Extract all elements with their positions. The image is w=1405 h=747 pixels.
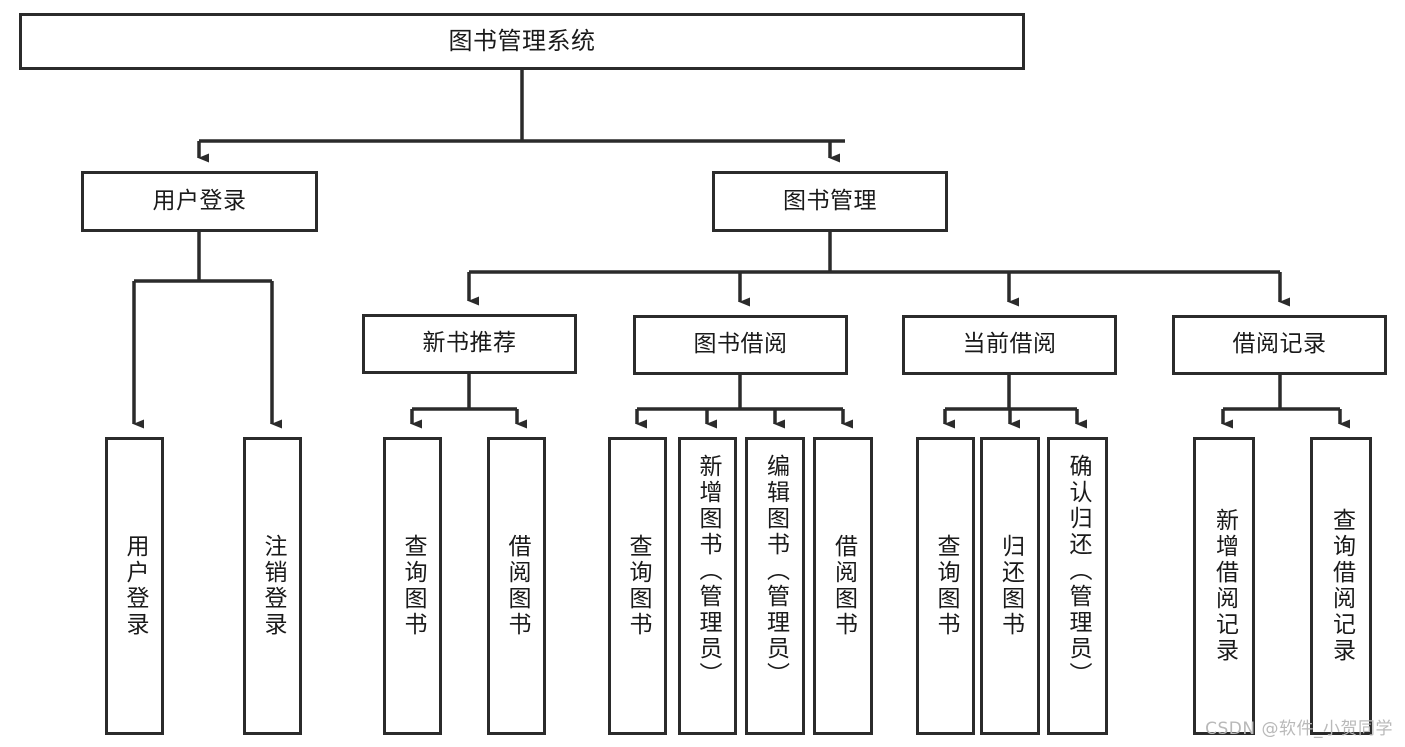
node-leaf-return-book-label: 归还图书 xyxy=(997,534,1024,638)
node-leaf-query-record[interactable]: 查询借阅记录 xyxy=(1310,437,1372,735)
node-leaf-query-book-3-label: 查询图书 xyxy=(933,534,959,638)
node-new-book-rec[interactable]: 新书推荐 xyxy=(362,314,577,374)
node-leaf-user-logout-label: 注销登录 xyxy=(260,534,286,638)
node-user-login[interactable]: 用户登录 xyxy=(81,171,318,232)
node-root[interactable]: 图书管理系统 xyxy=(19,13,1025,70)
node-leaf-borrow-book-1-label: 借阅图书 xyxy=(504,534,530,638)
node-leaf-borrow-book-1[interactable]: 借阅图书 xyxy=(487,437,546,735)
node-leaf-query-book-2[interactable]: 查询图书 xyxy=(608,437,667,735)
node-leaf-edit-book-label: 编辑图书（管理员） xyxy=(762,454,789,688)
node-book-borrow-label: 图书借阅 xyxy=(693,331,788,358)
node-leaf-return-book[interactable]: 归还图书 xyxy=(980,437,1040,735)
node-borrow-record-label: 借阅记录 xyxy=(1232,331,1327,358)
node-current-borrow-label: 当前借阅 xyxy=(962,331,1057,358)
node-leaf-borrow-book-2[interactable]: 借阅图书 xyxy=(813,437,873,735)
node-leaf-query-record-label: 查询借阅记录 xyxy=(1328,508,1355,664)
node-leaf-edit-book[interactable]: 编辑图书（管理员） xyxy=(745,437,805,735)
node-leaf-query-book-3[interactable]: 查询图书 xyxy=(916,437,975,735)
node-leaf-query-book-2-label: 查询图书 xyxy=(625,534,651,638)
node-new-book-rec-label: 新书推荐 xyxy=(422,330,517,357)
node-user-login-label: 用户登录 xyxy=(152,187,247,214)
node-leaf-user-logout[interactable]: 注销登录 xyxy=(243,437,302,735)
node-borrow-record[interactable]: 借阅记录 xyxy=(1172,315,1387,375)
node-leaf-user-login[interactable]: 用户登录 xyxy=(105,437,164,735)
node-leaf-confirm-return-label: 确认归还（管理员） xyxy=(1065,454,1091,688)
node-leaf-add-record[interactable]: 新增借阅记录 xyxy=(1193,437,1255,735)
node-leaf-add-record-label: 新增借阅记录 xyxy=(1211,508,1238,664)
node-book-management[interactable]: 图书管理 xyxy=(712,171,948,232)
node-leaf-add-book[interactable]: 新增图书（管理员） xyxy=(678,437,737,735)
node-leaf-query-book-1-label: 查询图书 xyxy=(400,534,426,638)
node-leaf-add-book-label: 新增图书（管理员） xyxy=(695,454,721,688)
node-root-label: 图书管理系统 xyxy=(448,27,596,56)
node-leaf-user-login-label: 用户登录 xyxy=(122,534,148,638)
node-leaf-confirm-return[interactable]: 确认归还（管理员） xyxy=(1047,437,1108,735)
node-book-management-label: 图书管理 xyxy=(783,187,877,214)
node-current-borrow[interactable]: 当前借阅 xyxy=(902,315,1117,375)
csdn-watermark: CSDN @软件_小贺同学 xyxy=(1205,719,1393,739)
node-book-borrow[interactable]: 图书借阅 xyxy=(633,315,848,375)
node-leaf-borrow-book-2-label: 借阅图书 xyxy=(830,534,857,638)
node-leaf-query-book-1[interactable]: 查询图书 xyxy=(383,437,442,735)
